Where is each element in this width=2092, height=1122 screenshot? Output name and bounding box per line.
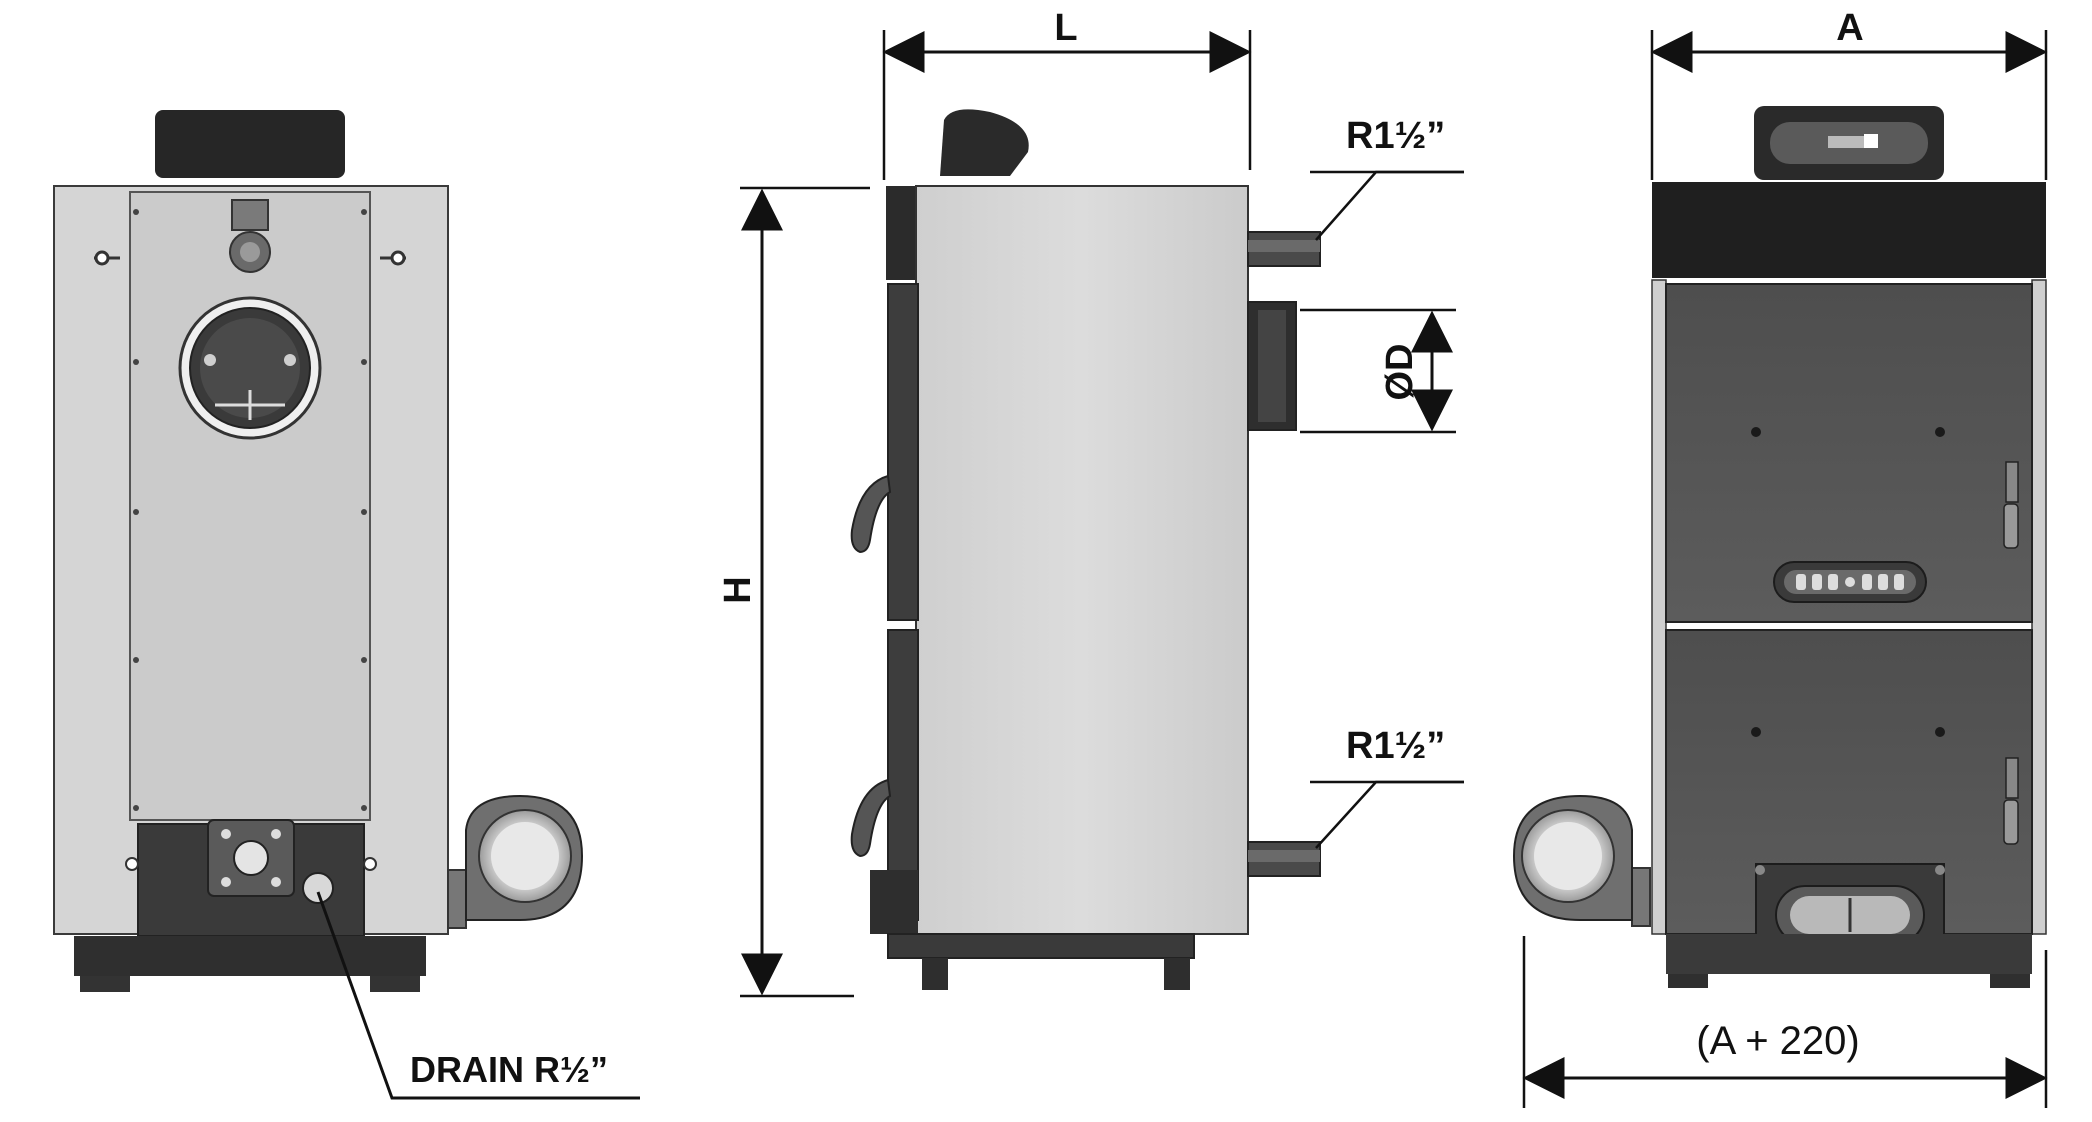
upper-connection-leader [1315, 170, 1464, 241]
drain-leader-line [316, 891, 640, 1100]
upper-pipe-icon [1247, 231, 1321, 267]
panel-screws [133, 209, 367, 811]
diameter-label: ØD [1379, 344, 1421, 401]
inspection-port-icon [178, 296, 322, 440]
lower-connection-leader [1315, 780, 1464, 849]
rear-base [74, 819, 426, 992]
lifting-eye-icons [94, 250, 406, 266]
rear-view: DRAIN R½” [53, 110, 640, 1100]
overall-width-label: (A + 220) [1696, 1019, 1859, 1063]
side-view: L H ØD R1½” R1½” [717, 7, 1464, 998]
width-label: A [1836, 7, 1863, 49]
lower-door-handle-icon [2003, 757, 2019, 845]
side-upper-door [887, 283, 919, 621]
rear-top-box [155, 110, 345, 178]
controller-display-icon [1754, 106, 1944, 180]
lower-connection-label: R1½” [1346, 725, 1445, 767]
drain-label: DRAIN R½” [410, 1049, 608, 1090]
flue-collar-icon [1247, 301, 1297, 431]
upper-door-handle-icon [2003, 461, 2019, 549]
burner-fan-icon [1512, 794, 1651, 927]
side-top-hood [940, 109, 1029, 176]
burner-fan-icon [447, 794, 584, 929]
side-casing [915, 185, 1249, 935]
air-vent-icon [1773, 561, 1927, 603]
door-handle-icon [850, 474, 892, 858]
lower-pipe-icon [1247, 841, 1321, 877]
height-label: H [717, 576, 759, 603]
length-label: L [1054, 7, 1077, 49]
upper-connection-label: R1½” [1346, 115, 1445, 157]
flue-outlet-icon [229, 199, 271, 273]
rear-back-panel [129, 191, 371, 821]
front-view: A (A + 220) [1512, 7, 2048, 1108]
front-top-cover [1652, 182, 2046, 278]
